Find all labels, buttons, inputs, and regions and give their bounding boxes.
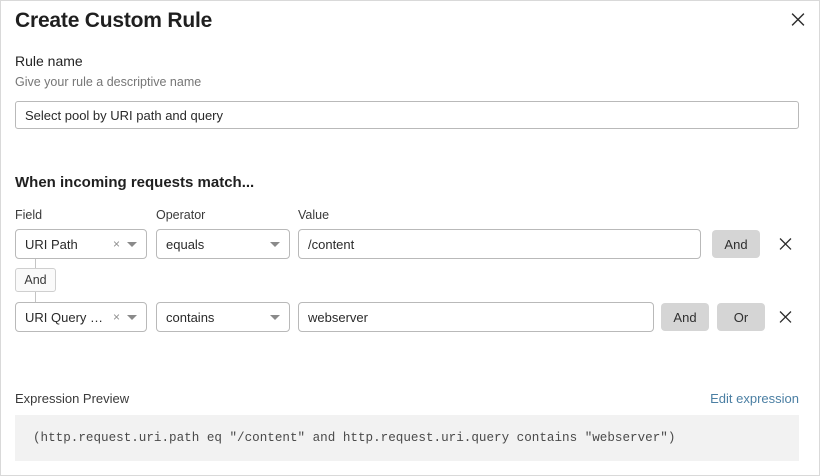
- remove-condition-icon-row2[interactable]: [773, 304, 797, 328]
- connector-and-badge[interactable]: And: [15, 268, 56, 292]
- match-section-heading: When incoming requests match...: [15, 174, 255, 191]
- page-title: Create Custom Rule: [15, 9, 213, 32]
- column-header-field: Field: [15, 208, 43, 222]
- clear-icon[interactable]: ×: [112, 310, 120, 324]
- clear-icon[interactable]: ×: [112, 237, 120, 251]
- close-icon[interactable]: [787, 8, 809, 30]
- operator-select-2[interactable]: contains: [156, 302, 290, 332]
- rule-name-input[interactable]: [15, 101, 799, 129]
- expression-preview-label: Expression Preview: [15, 391, 130, 406]
- condition-row: URI Path × equals And: [1, 229, 820, 259]
- rule-name-label: Rule name: [15, 53, 83, 69]
- connector-line-top: [35, 259, 36, 268]
- rule-name-help-text: Give your rule a descriptive name: [15, 75, 202, 89]
- chevron-down-icon: [127, 314, 137, 320]
- expression-preview-code: (http.request.uri.path eq "/content" and…: [15, 415, 799, 461]
- edit-expression-link[interactable]: Edit expression: [710, 391, 799, 406]
- condition-row: URI Query St... × contains And Or: [1, 302, 820, 332]
- remove-condition-icon-row1[interactable]: [773, 231, 797, 255]
- chevron-down-icon: [270, 314, 280, 320]
- connector-line-bottom: [35, 292, 36, 302]
- chevron-down-icon: [270, 241, 280, 247]
- operator-select-1[interactable]: equals: [156, 229, 290, 259]
- and-button-row1[interactable]: And: [712, 230, 760, 258]
- column-header-value: Value: [298, 208, 330, 222]
- field-select-2[interactable]: URI Query St... ×: [15, 302, 147, 332]
- value-input-1[interactable]: [298, 229, 701, 259]
- column-header-operator: Operator: [156, 208, 206, 222]
- operator-select-2-value: contains: [166, 309, 215, 325]
- value-input-2[interactable]: [298, 302, 654, 332]
- chevron-down-icon: [127, 241, 137, 247]
- or-button-row2[interactable]: Or: [717, 303, 765, 331]
- field-select-2-value: URI Query St...: [25, 309, 109, 325]
- field-select-1-value: URI Path: [25, 236, 78, 252]
- operator-select-1-value: equals: [166, 236, 205, 252]
- and-button-row2[interactable]: And: [661, 303, 709, 331]
- field-select-1[interactable]: URI Path ×: [15, 229, 147, 259]
